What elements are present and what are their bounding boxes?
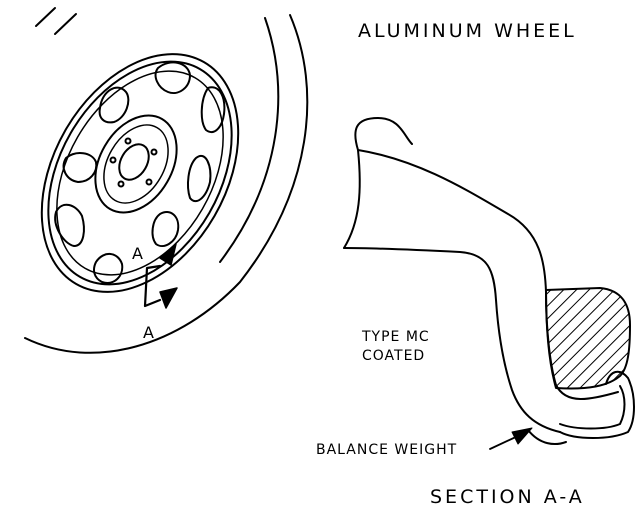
tire [24, 7, 309, 354]
wheel-rim [40, 53, 240, 293]
balance-weight-leader [489, 427, 533, 450]
balance-weight [527, 370, 635, 445]
section-profile [343, 117, 619, 433]
section-cut-marker [143, 243, 178, 309]
section-label: SECTION A-A [430, 486, 585, 508]
coating-label-line1: TYPE MC [362, 329, 430, 345]
section-marker-bottom: A [143, 323, 155, 342]
section-marker-top: A [132, 244, 144, 263]
balance-weight-label: BALANCE WEIGHT [316, 442, 458, 458]
spoke-openings [54, 61, 226, 284]
hub [94, 114, 178, 214]
rim-flange-section [545, 287, 631, 390]
title-label: ALUMINUM WHEEL [358, 20, 577, 42]
coating-label-line2: COATED [362, 348, 426, 364]
